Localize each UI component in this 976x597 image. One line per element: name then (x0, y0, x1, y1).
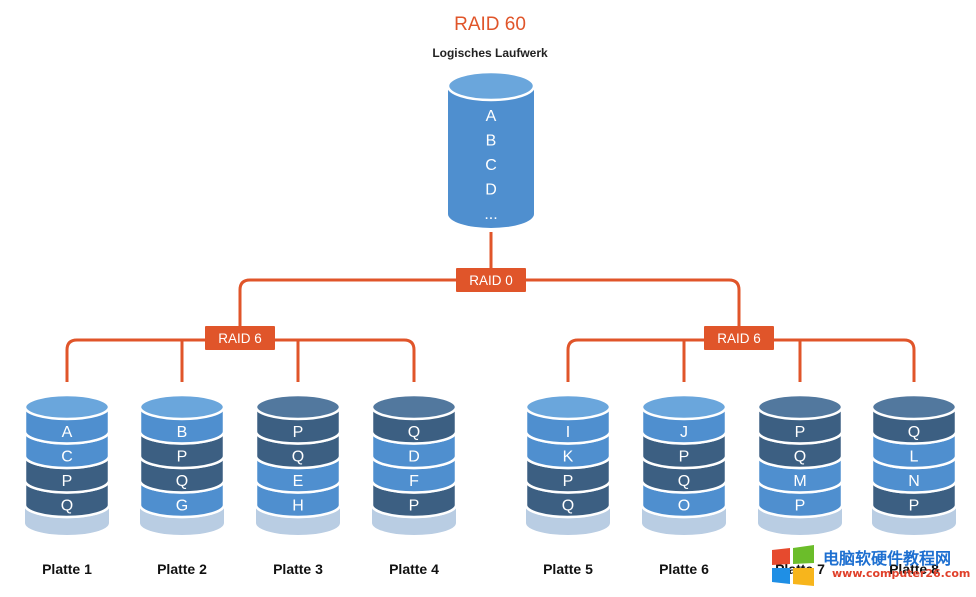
disk-block: P (563, 473, 574, 490)
disk-block: H (292, 498, 304, 515)
connector-lines (65, 232, 916, 382)
disk-7: PQMPPlatte 7 (756, 393, 844, 577)
disk-label: Platte 3 (273, 561, 323, 577)
disk-label: Platte 4 (389, 561, 439, 577)
logical-drive-body (448, 86, 534, 228)
disk-segment-top (254, 393, 342, 421)
raid6-right-label: RAID 6 (717, 331, 761, 346)
diagram-subtitle: Logisches Laufwerk (432, 46, 548, 60)
disk-segment-top (138, 393, 226, 421)
disk-label: Platte 2 (157, 561, 207, 577)
disk-block: P (679, 449, 690, 466)
disk-block: F (409, 473, 419, 490)
logical-block: ... (484, 206, 497, 223)
disk-segment-top (756, 393, 844, 421)
disk-label: Platte 1 (42, 561, 92, 577)
raid0-box (456, 268, 526, 292)
disk-block: P (795, 424, 806, 441)
disk-label: Platte 8 (889, 561, 939, 577)
raid6-left-box (205, 326, 275, 350)
logical-block: C (485, 157, 497, 174)
disk-block: B (177, 424, 188, 441)
logical-block: A (486, 108, 497, 125)
disk-segment-top (23, 393, 111, 421)
raid-level-boxes: RAID 0 RAID 6 RAID 6 (205, 268, 774, 350)
raid6-right-box (704, 326, 774, 350)
disk-label: Platte 5 (543, 561, 593, 577)
logical-block: D (485, 182, 497, 199)
disk-segment-top (370, 393, 458, 421)
disk-segment-top (524, 393, 612, 421)
disk-block: C (61, 449, 73, 466)
disk-block: Q (678, 473, 690, 490)
windows-logo-icon (772, 545, 814, 586)
disk-block: N (908, 473, 920, 490)
disk-block: D (408, 449, 420, 466)
disk-block: Q (794, 449, 806, 466)
watermark-site-name: 电脑软硬件教程网 (823, 549, 952, 568)
disk-block: Q (292, 449, 304, 466)
raid0-label: RAID 0 (469, 273, 513, 288)
disk-block: P (177, 449, 188, 466)
logical-drive-cylinder: ABCD... (446, 70, 536, 228)
disk-block: M (793, 473, 806, 490)
disk-block: J (680, 424, 688, 441)
diagram-title: RAID 60 (454, 14, 526, 35)
raid6-left-label: RAID 6 (218, 331, 262, 346)
disk-block: Q (176, 473, 188, 490)
disk-block: P (62, 473, 73, 490)
disk-block: L (910, 449, 919, 466)
disk-block: E (293, 473, 304, 490)
disk-block: K (563, 449, 574, 466)
watermark-url: www.computer26.com (832, 567, 971, 580)
disk-block: Q (908, 424, 920, 441)
disk-block: A (62, 424, 73, 441)
disk-block: P (909, 498, 920, 515)
disk-block: O (678, 498, 690, 515)
disk-block: I (566, 424, 570, 441)
disk-block: P (409, 498, 420, 515)
disk-label: Platte 6 (659, 561, 709, 577)
disk-segment-top (870, 393, 958, 421)
disk-block: Q (408, 424, 420, 441)
disk-block: P (293, 424, 304, 441)
logical-block: B (486, 133, 497, 150)
disk-segment-top (640, 393, 728, 421)
disk-block: Q (61, 498, 73, 515)
disk-block: G (176, 498, 188, 515)
logical-drive-top (446, 70, 536, 102)
disk-block: Q (562, 498, 574, 515)
disk-block: P (795, 498, 806, 515)
watermark: 电脑软硬件教程网 www.computer26.com (768, 542, 972, 592)
